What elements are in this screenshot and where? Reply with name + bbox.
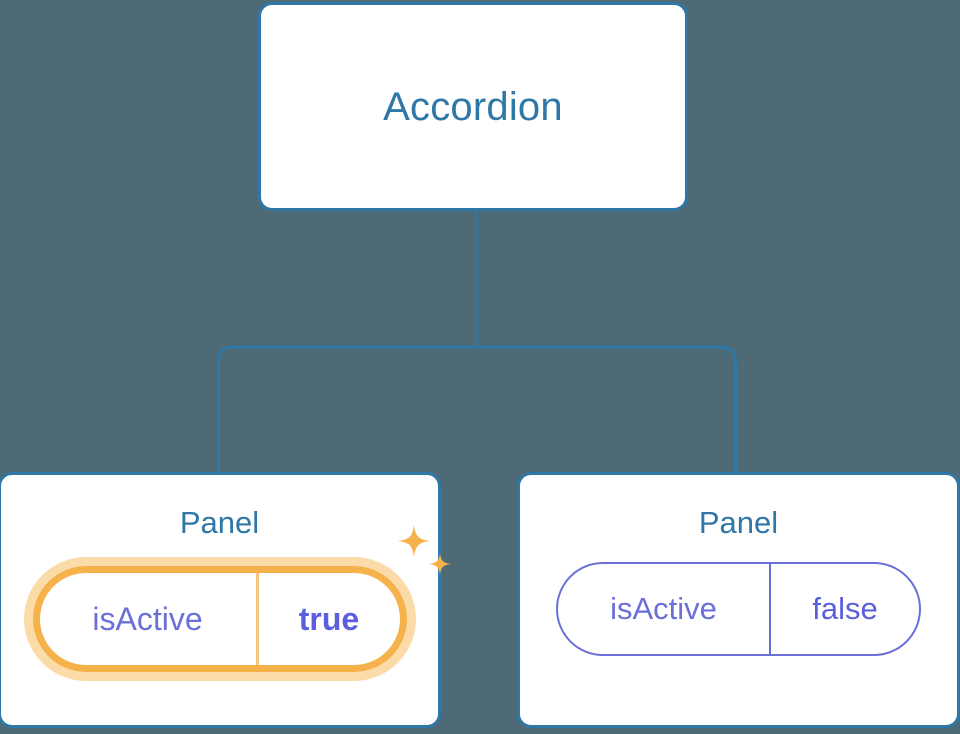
prop-pill-isactive-false[interactable]: isActive false [556, 562, 921, 656]
prop-key: isActive [610, 591, 717, 626]
edge-branch-bar [217, 345, 737, 472]
prop-pill-isactive-true[interactable]: isActive true [32, 566, 407, 672]
prop-key: isActive [92, 600, 203, 637]
node-panel-inactive[interactable]: Panel isActive false [517, 472, 960, 728]
node-title: Accordion [383, 84, 563, 129]
node-panel-active[interactable]: Panel isActive true [0, 472, 451, 728]
prop-pill-wrapper: isActive true [23, 525, 451, 681]
prop-value: false [769, 564, 919, 654]
node-title: Panel [179, 505, 260, 540]
node-accordion[interactable]: Accordion [258, 2, 688, 211]
sparkle-small-icon [428, 553, 451, 575]
prop-value: true [255, 573, 400, 665]
prop-pill-wrapper: isActive false [556, 562, 921, 656]
sparkle-large-icon [397, 525, 430, 557]
node-title: Panel [698, 505, 779, 540]
prop-pill-highlight-glow: isActive true [23, 557, 416, 681]
